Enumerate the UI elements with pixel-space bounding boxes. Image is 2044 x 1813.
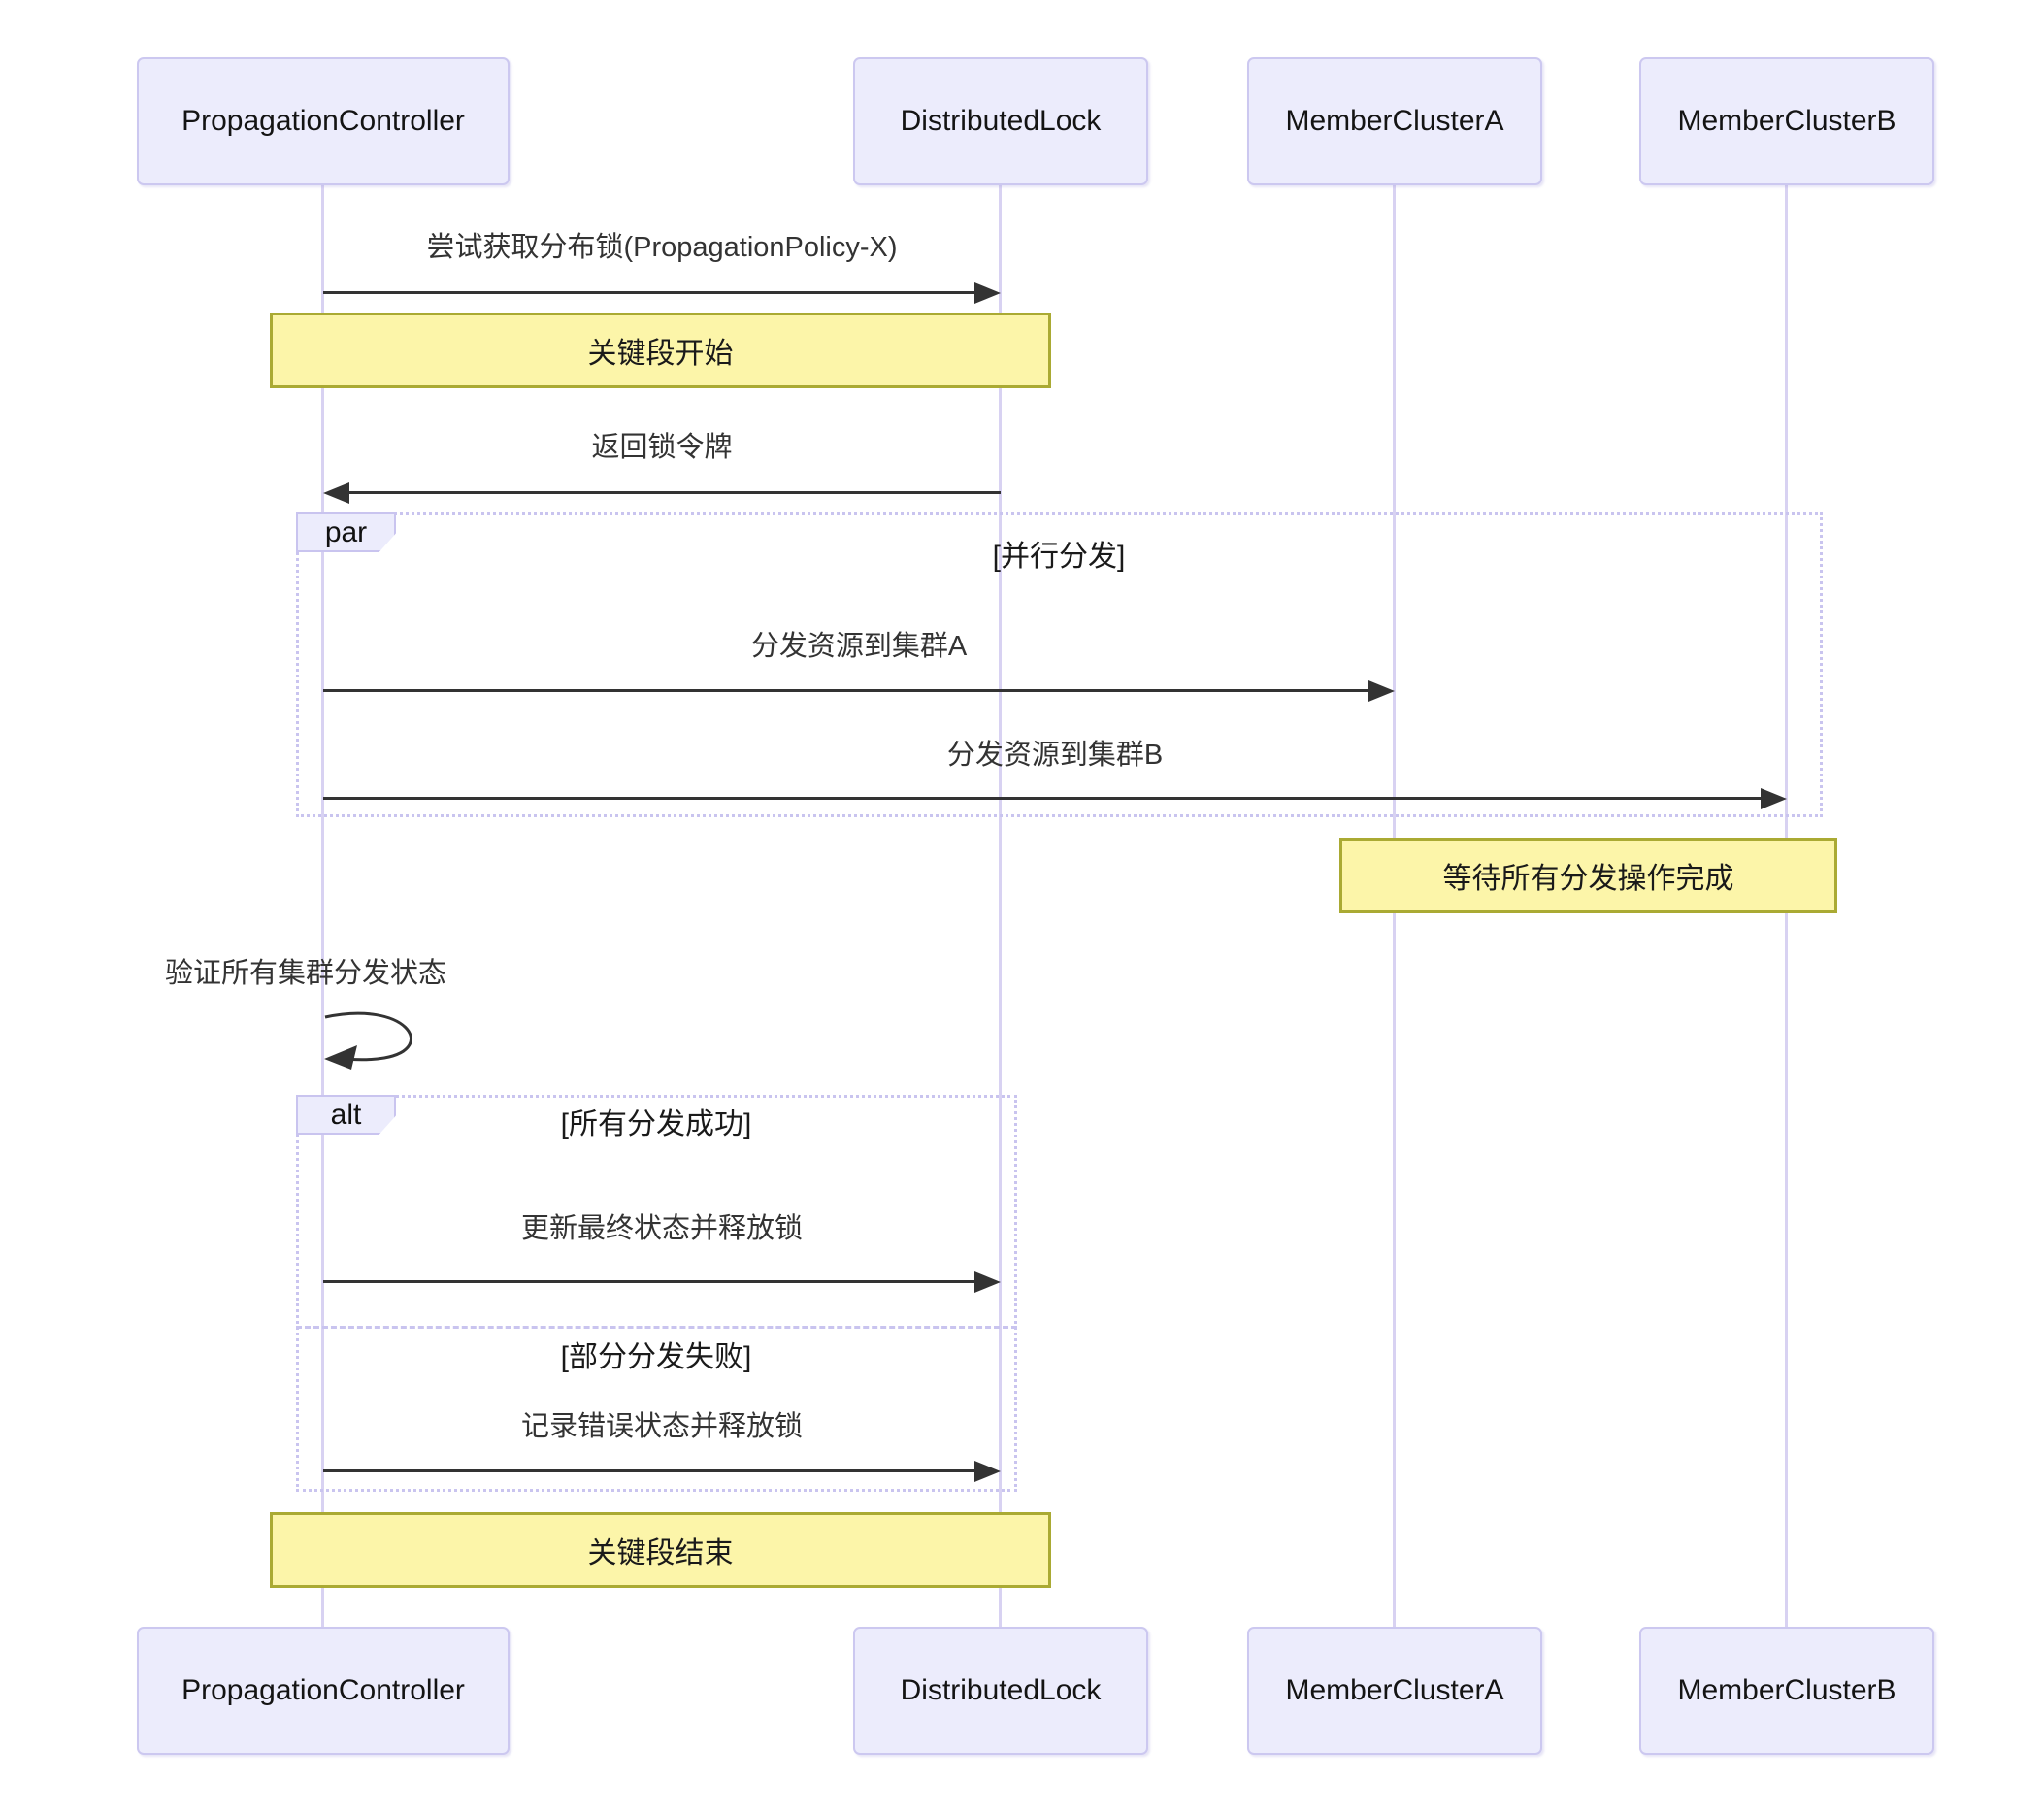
par-tag: par	[324, 515, 368, 548]
actor-top-distributedlock: DistributedLock	[853, 57, 1148, 185]
alt-frame-tab: alt	[296, 1095, 396, 1135]
alt-divider	[296, 1326, 1017, 1329]
actor-bottom-propagationcontroller: PropagationController	[137, 1627, 510, 1755]
actor-label: PropagationController	[181, 105, 465, 137]
arrowhead-left-icon	[323, 482, 349, 504]
par-frame	[296, 512, 1823, 817]
actor-bottom-memberclustera: MemberClusterA	[1247, 1627, 1542, 1755]
message-acquire-lock-label: 尝试获取分布锁(PropagationPolicy-X)	[426, 232, 898, 263]
arrow-record-error	[323, 1469, 975, 1472]
actor-label: PropagationController	[181, 1674, 465, 1706]
message-update-release-label: 更新最终状态并释放锁	[520, 1213, 804, 1244]
lifeline-propagationcontroller	[321, 185, 324, 1628]
actor-top-propagationcontroller: PropagationController	[137, 57, 510, 185]
actor-label: MemberClusterA	[1285, 105, 1504, 137]
actor-bottom-memberclusterb: MemberClusterB	[1639, 1627, 1934, 1755]
message-return-token-label: 返回锁令牌	[591, 432, 733, 463]
message-distribute-a-label: 分发资源到集群A	[750, 631, 968, 662]
alt-condition-success: [所有分发成功]	[560, 1108, 752, 1140]
actor-label: DistributedLock	[900, 1674, 1102, 1706]
actor-label: MemberClusterB	[1677, 1674, 1896, 1706]
arrowhead-right-icon	[974, 282, 1001, 304]
arrowhead-right-icon	[1368, 680, 1395, 702]
alt-frame	[296, 1095, 1017, 1492]
note-critical-end: 关键段结束	[270, 1512, 1051, 1588]
arrowhead-right-icon	[974, 1461, 1001, 1482]
arrow-distribute-a	[323, 689, 1369, 692]
note-label: 关键段结束	[587, 1537, 734, 1569]
lifeline-distributedlock	[999, 185, 1002, 1628]
message-record-error-label: 记录错误状态并释放锁	[520, 1411, 804, 1442]
actor-label: MemberClusterA	[1285, 1674, 1504, 1706]
actor-label: DistributedLock	[900, 105, 1102, 137]
note-critical-start: 关键段开始	[270, 313, 1051, 388]
actor-label: MemberClusterB	[1677, 105, 1896, 137]
actor-bottom-distributedlock: DistributedLock	[853, 1627, 1148, 1755]
actor-top-memberclusterb: MemberClusterB	[1639, 57, 1934, 185]
arrowhead-right-icon	[974, 1271, 1001, 1293]
arrowhead-right-icon	[1761, 788, 1787, 809]
arrow-acquire-lock	[323, 291, 975, 294]
arrow-return-token	[348, 491, 1001, 494]
alt-tag: alt	[330, 1098, 362, 1131]
par-condition: [并行分发]	[992, 541, 1126, 573]
par-frame-tab: par	[296, 512, 396, 552]
note-label: 关键段开始	[587, 338, 734, 370]
note-label: 等待所有分发操作完成	[1442, 863, 1734, 895]
note-wait-all: 等待所有分发操作完成	[1339, 838, 1837, 913]
message-distribute-b-label: 分发资源到集群B	[946, 740, 1164, 771]
arrow-distribute-b	[323, 797, 1762, 800]
alt-condition-fail: [部分分发失败]	[560, 1341, 752, 1373]
arrow-update-release	[323, 1280, 975, 1283]
self-message-verify-label: 验证所有集群分发状态	[165, 958, 447, 989]
actor-top-memberclustera: MemberClusterA	[1247, 57, 1542, 185]
